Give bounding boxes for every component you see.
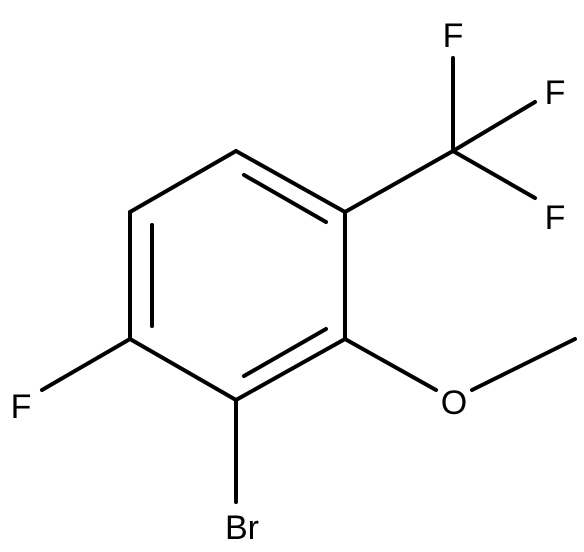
- bond-inner-double-top-right: [242, 173, 328, 224]
- bond-ring-c1-c2: [128, 149, 238, 214]
- atom-labels: F F F F O Br: [11, 17, 566, 547]
- bond-ring-c4-c5: [234, 337, 347, 402]
- bond-cf3-to-f-right-lower: [451, 149, 537, 200]
- bond-ring-to-fluorine: [40, 337, 132, 392]
- bond-inner-double-bottom-right: [242, 327, 328, 378]
- bonds: [40, 56, 577, 504]
- atom-label-bromine: Br: [225, 509, 259, 547]
- bond-oxygen-to-methyl: [470, 337, 577, 392]
- bond-ring-c6-c1: [234, 149, 347, 214]
- atom-label-f-right-lower: F: [545, 199, 566, 237]
- atom-label-f-left: F: [11, 388, 32, 426]
- atom-label-oxygen: O: [441, 384, 467, 422]
- bond-ring-to-cf3-carbon: [343, 149, 455, 214]
- bond-ring-c3-c4: [128, 337, 238, 402]
- atom-label-f-right-upper: F: [545, 74, 566, 112]
- atom-label-f-top: F: [443, 17, 464, 55]
- bond-ring-to-oxygen: [343, 337, 438, 392]
- bond-cf3-to-f-right-upper: [451, 100, 537, 153]
